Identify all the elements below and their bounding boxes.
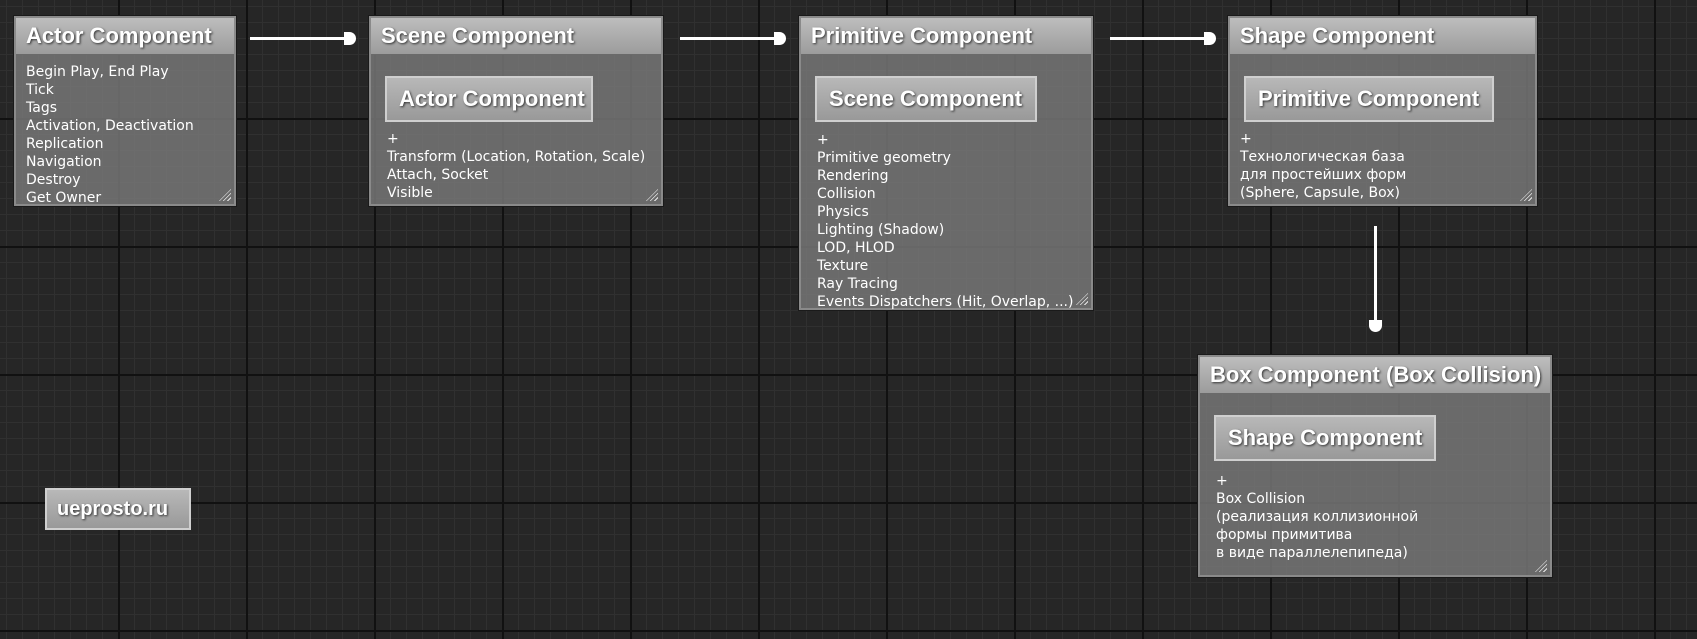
node-primitive-component[interactable]: Primitive Component Scene Component + Pr… bbox=[799, 16, 1093, 310]
node-body: + Primitive geometry Rendering Collision… bbox=[817, 131, 1073, 311]
node-line: Primitive geometry bbox=[817, 150, 951, 166]
arrow-actor-to-scene bbox=[250, 32, 356, 45]
node-line: Get Owner bbox=[26, 190, 102, 206]
node-line: + bbox=[817, 132, 829, 148]
node-line: формы примитива bbox=[1216, 527, 1353, 543]
node-line: Destroy bbox=[26, 172, 81, 188]
node-line: (Sphere, Capsule, Box) bbox=[1240, 185, 1400, 201]
parent-component-box[interactable]: Scene Component bbox=[815, 76, 1037, 122]
node-line: Replication bbox=[26, 136, 104, 152]
resize-grip-icon[interactable] bbox=[646, 189, 658, 201]
node-shape-component[interactable]: Shape Component Primitive Component + Те… bbox=[1228, 16, 1537, 206]
node-line: Events Dispatchers (Hit, Overlap, ...) bbox=[817, 294, 1074, 310]
node-line: Activation, Deactivation bbox=[26, 118, 194, 134]
node-box-component[interactable]: Box Component (Box Collision) Shape Comp… bbox=[1198, 355, 1552, 577]
node-line: в виде параллелепипеда) bbox=[1216, 545, 1408, 561]
node-line: Navigation bbox=[26, 154, 102, 170]
node-line: + bbox=[1216, 473, 1228, 489]
node-line: Box Collision bbox=[1216, 491, 1306, 507]
node-line: Attach, Socket bbox=[387, 167, 489, 183]
arrow-shape-to-box bbox=[1369, 226, 1382, 332]
node-title[interactable]: Box Component (Box Collision) bbox=[1200, 357, 1550, 394]
node-line: + bbox=[1240, 131, 1252, 147]
node-line: Texture bbox=[817, 258, 869, 274]
node-line: Tags bbox=[26, 100, 57, 116]
node-line: Begin Play, End Play bbox=[26, 64, 169, 80]
parent-component-box[interactable]: Shape Component bbox=[1214, 415, 1436, 461]
node-line: Технологическая база bbox=[1240, 149, 1405, 165]
node-line: Physics bbox=[817, 204, 869, 220]
node-line: (реализация коллизионной bbox=[1216, 509, 1419, 525]
node-line: Visible bbox=[387, 185, 433, 201]
node-line: LOD, HLOD bbox=[817, 240, 895, 256]
node-line: Collision bbox=[817, 186, 876, 202]
parent-component-box[interactable]: Actor Component bbox=[385, 76, 593, 122]
parent-component-box[interactable]: Primitive Component bbox=[1244, 76, 1494, 122]
node-title[interactable]: Shape Component bbox=[1230, 18, 1535, 55]
resize-grip-icon[interactable] bbox=[1535, 560, 1547, 572]
node-body: + Box Collision (реализация коллизионной… bbox=[1216, 472, 1418, 562]
node-line: Transform (Location, Rotation, Scale) bbox=[387, 149, 646, 165]
node-title[interactable]: Scene Component bbox=[371, 18, 661, 55]
node-title[interactable]: Actor Component bbox=[16, 18, 234, 55]
node-scene-component[interactable]: Scene Component Actor Component + Transf… bbox=[369, 16, 663, 206]
resize-grip-icon[interactable] bbox=[1520, 189, 1532, 201]
node-body: + Transform (Location, Rotation, Scale) … bbox=[387, 130, 645, 202]
node-actor-component[interactable]: Actor Component Begin Play, End Play Tic… bbox=[14, 16, 236, 206]
node-line: Tick bbox=[26, 82, 54, 98]
node-body: Begin Play, End Play Tick Tags Activatio… bbox=[16, 55, 234, 207]
arrow-scene-to-primitive bbox=[680, 32, 786, 45]
arrow-primitive-to-shape bbox=[1110, 32, 1216, 45]
watermark-node[interactable]: ueprosto.ru bbox=[45, 488, 191, 530]
node-title[interactable]: Primitive Component bbox=[801, 18, 1091, 55]
node-line: для простейших форм bbox=[1240, 167, 1407, 183]
node-line: Ray Tracing bbox=[817, 276, 898, 292]
node-line: + bbox=[387, 131, 399, 147]
node-line: Rendering bbox=[817, 168, 889, 184]
node-body: + Технологическая база для простейших фо… bbox=[1240, 130, 1406, 202]
node-line: Lighting (Shadow) bbox=[817, 222, 945, 238]
resize-grip-icon[interactable] bbox=[1076, 293, 1088, 305]
